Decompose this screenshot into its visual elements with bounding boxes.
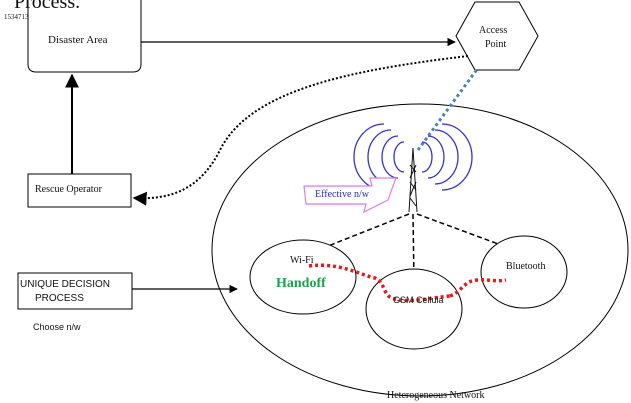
- gsm-label: GSM Cellula: [393, 295, 444, 305]
- corner-mark: 1534713: [4, 13, 29, 21]
- cut-header-text: Process.: [14, 0, 81, 13]
- wifi-label: Wi-Fi: [290, 255, 314, 266]
- handoff-path: [308, 263, 507, 303]
- rescue-operator-box: [27, 173, 132, 208]
- disaster-area-box: [27, 0, 142, 73]
- access-point-label-1: Access: [479, 25, 508, 36]
- tower-to-access-link: [416, 67, 480, 151]
- decision-label-1: UNIQUE DECISION: [20, 279, 111, 290]
- decision-label-2: PROCESS: [35, 293, 84, 304]
- effective-network-label: Effective n/w: [315, 189, 369, 200]
- effective-network-arrow: [303, 177, 397, 214]
- access-point-hexagon: [455, 1, 539, 71]
- heterogeneous-network-ellipse: [211, 103, 629, 397]
- heterogeneous-network-label: Heterogeneous Network: [387, 390, 485, 401]
- access-point-label-2: Point: [485, 39, 507, 50]
- tower-icon: [408, 147, 418, 213]
- access-to-rescue-dotted-arrow: [132, 55, 469, 206]
- gsm-circle: [365, 268, 463, 350]
- handoff-label: Handoff: [276, 276, 326, 291]
- bluetooth-label: Bluetooth: [506, 261, 546, 272]
- disaster-area-label: Disaster Area: [48, 34, 108, 46]
- choose-network-label: Choose n/w: [33, 322, 81, 332]
- rescue-operator-label: Rescue Operator: [35, 184, 102, 195]
- decision-process-box: [17, 272, 133, 310]
- wifi-circle: [249, 239, 357, 315]
- bluetooth-circle: [480, 235, 568, 309]
